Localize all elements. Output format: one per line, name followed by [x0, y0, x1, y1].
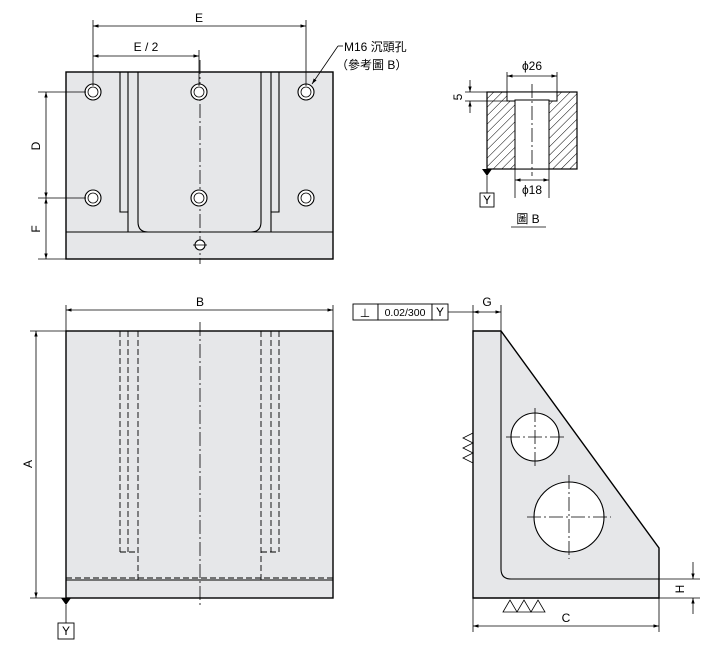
tolerance-datum: Y [436, 305, 444, 319]
dim-label-e: E [195, 11, 203, 25]
callout-leader [311, 45, 339, 85]
dim-label-d: D [29, 141, 43, 150]
dim-label-dia-bottom: ϕ18 [522, 183, 542, 197]
surface-finish-symbol [462, 432, 474, 464]
callout-line-2: （參考圖 B） [336, 57, 407, 72]
counterbore-hole [84, 189, 102, 207]
detail-caption: 圖 B [516, 212, 539, 226]
detail-b: ϕ26 5 ϕ18 Y 圖 B [451, 59, 578, 228]
datum-triangle [61, 598, 71, 605]
datum-label-front: Y [62, 624, 70, 638]
datum-box [57, 622, 75, 640]
datum-label-detail: Y [483, 193, 491, 207]
counterbore-hole [84, 83, 102, 101]
dim-label-a: A [21, 460, 35, 468]
dim-label-f: F [29, 225, 43, 232]
front-view: B A Y [21, 295, 334, 640]
counterbore-hole [297, 189, 315, 207]
dim-label-b: B [196, 295, 204, 309]
front-view-outline [65, 330, 334, 599]
side-view-inner-edge [500, 331, 659, 580]
counterbore-hole [297, 83, 315, 101]
surface-finish-symbol [502, 599, 546, 613]
tolerance-symbol: ⊥ [360, 306, 370, 320]
datum-box [479, 192, 495, 208]
dim-label-g: G [482, 295, 491, 309]
side-view: ⊥ 0.02/300 Y G C H [352, 295, 700, 632]
dim-label-dia-top: ϕ26 [522, 59, 542, 73]
top-view-outline [65, 71, 334, 260]
dim-label-h: H [673, 585, 687, 594]
counterbore-hole [190, 189, 208, 207]
tolerance-value: 0.02/300 [385, 307, 426, 319]
dim-label-e-half: E / 2 [134, 40, 159, 54]
dim-label-c: C [562, 611, 571, 625]
dim-label-depth: 5 [451, 93, 465, 100]
datum-triangle [482, 169, 492, 176]
side-view-outline [472, 330, 660, 599]
top-view: E E / 2 D F M16 沉頭孔 （參考圖 B） [29, 11, 407, 264]
counterbore-hole [190, 83, 208, 101]
callout-line-1: M16 沉頭孔 [344, 40, 407, 54]
